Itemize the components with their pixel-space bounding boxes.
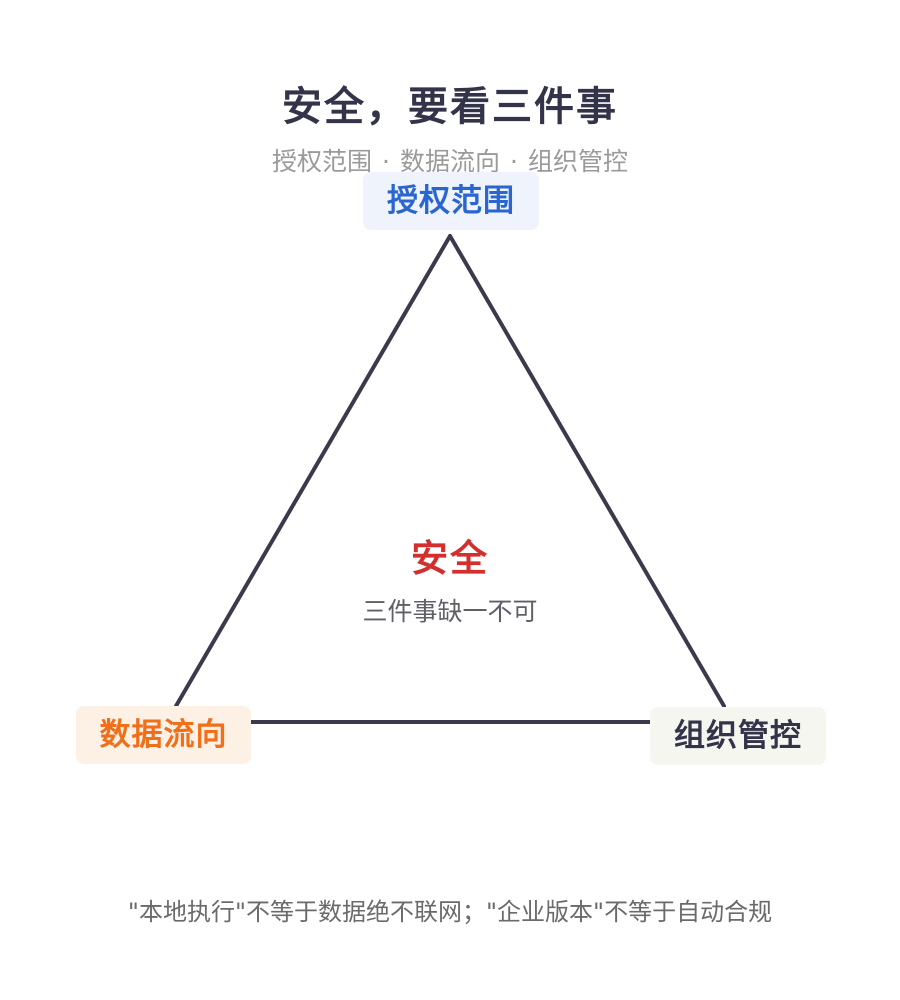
center-subtitle: 三件事缺一不可: [362, 597, 538, 626]
footer-note: "本地执行"不等于数据绝不联网；"企业版本"不等于自动合规: [127, 898, 773, 926]
subtitle-separator: ·: [382, 147, 390, 176]
edge-top-to-left: [174, 234, 452, 708]
subtitle-separator: ·: [510, 147, 518, 176]
node-authorization-scope: 授权范围: [363, 172, 539, 230]
subtitle-item-org-control: 组织管控: [527, 147, 628, 176]
node-org-control: 组织管控: [650, 707, 826, 765]
page-title: 安全，要看三件事: [282, 84, 618, 130]
subtitle-item-authorization-scope: 授权范围: [272, 147, 373, 176]
edge-top-to-right: [448, 234, 726, 708]
subtitle: 授权范围 · 数据流向 · 组织管控: [0, 142, 900, 178]
center-title: 安全: [411, 537, 489, 580]
subtitle-item-data-flow: 数据流向: [399, 147, 500, 176]
node-data-flow: 数据流向: [76, 706, 251, 764]
